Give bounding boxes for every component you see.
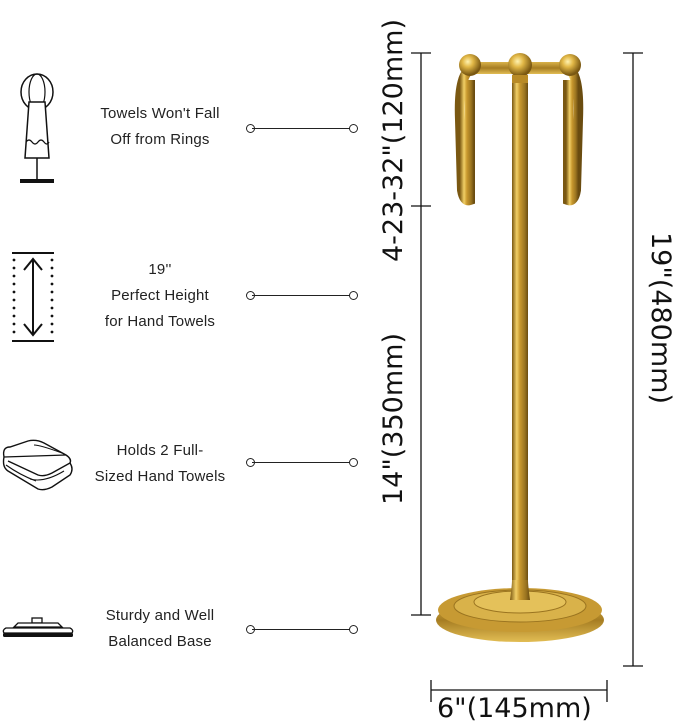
- feature-holds-two-towels: Holds 2 Full- Sized Hand Towels: [0, 425, 370, 500]
- feature-perfect-height: 19'' Perfect Height for Hand Towels: [0, 245, 370, 350]
- feature-label: Sturdy and Well Balanced Base: [80, 603, 240, 655]
- ring-height-dimension: 4-23-32"(120mm): [378, 19, 409, 262]
- feature-towels-wont-fall: Towels Won't Fall Off from Rings: [0, 60, 370, 190]
- feature-line: Sturdy and Well: [105, 607, 215, 624]
- pole-height-dimension: 14"(350mm): [378, 333, 409, 505]
- feature-line: for Hand Towels: [104, 313, 216, 330]
- connector-line: [246, 458, 358, 468]
- feature-line: 19'': [148, 261, 172, 278]
- feature-line: Sized Hand Towels: [94, 468, 226, 485]
- connector-line: [246, 291, 358, 301]
- connector-line: [246, 124, 358, 134]
- feature-label: Holds 2 Full- Sized Hand Towels: [80, 438, 240, 490]
- folded-towels-icon: [2, 439, 73, 491]
- feature-line: Holds 2 Full-: [116, 442, 204, 459]
- feature-line: Off from Rings: [110, 131, 210, 148]
- base-plate-icon: [2, 617, 74, 637]
- feature-line: Towels Won't Fall: [100, 105, 220, 122]
- feature-line: Balanced Base: [108, 633, 212, 650]
- feature-line: Perfect Height: [111, 287, 209, 304]
- towel-on-ring-icon: [20, 73, 54, 183]
- height-arrow-icon: [12, 252, 54, 342]
- feature-sturdy-base: Sturdy and Well Balanced Base: [0, 600, 370, 660]
- connector-line: [246, 625, 358, 635]
- feature-label: Towels Won't Fall Off from Rings: [80, 101, 240, 153]
- feature-label: 19'' Perfect Height for Hand Towels: [80, 257, 240, 335]
- total-height-dimension: 19"(480mm): [645, 232, 676, 404]
- base-width-dimension: 6"(145mm): [437, 693, 592, 724]
- towel-stand-product-image: [436, 53, 604, 642]
